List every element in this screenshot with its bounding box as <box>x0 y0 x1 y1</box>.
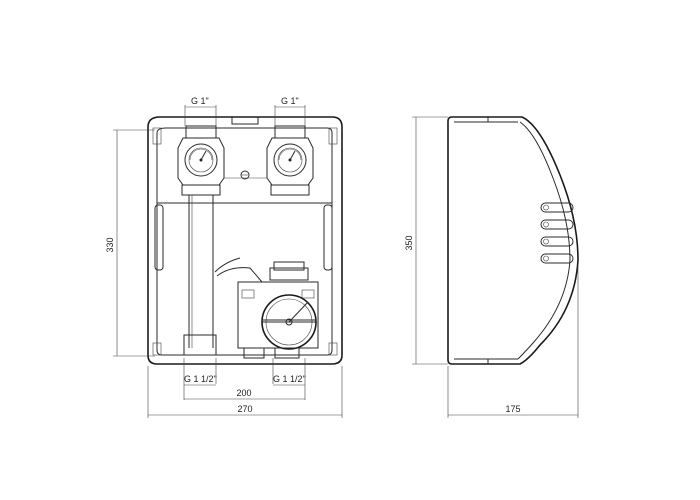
corner-tab-tr <box>328 127 338 145</box>
front-housing-outline <box>147 116 343 365</box>
side-depth-dimension: 175 <box>447 265 579 418</box>
corner-tab-br <box>328 342 338 356</box>
corner-tab-tl <box>152 127 162 145</box>
top-left-port-label: G 1" <box>191 96 209 106</box>
rail-left <box>154 204 164 271</box>
side-view: 350 175 <box>404 116 579 418</box>
corner-tab-bl <box>152 342 162 356</box>
front-top-notch <box>231 117 259 125</box>
front-height-label: 330 <box>105 237 115 252</box>
port-spacing-dimension: 200 <box>184 388 305 400</box>
front-housing-inner <box>156 127 333 356</box>
side-depth-label: 175 <box>505 404 520 414</box>
top-ports-dimension: G 1" G 1" <box>184 96 306 126</box>
left-pressure-gauge <box>177 125 225 196</box>
front-width-dimension: 270 <box>147 366 343 418</box>
side-cover-inner <box>517 121 571 360</box>
front-height-dimension: 330 <box>105 129 155 357</box>
port-spacing-label: 200 <box>236 388 251 398</box>
sensor-cable <box>214 257 263 283</box>
rail-right <box>323 204 333 271</box>
bottom-left-port-label: G 1 1/2" <box>184 374 217 384</box>
right-pressure-gauge <box>266 125 314 196</box>
side-height-label: 350 <box>404 235 414 250</box>
vent-slots <box>540 202 574 264</box>
top-right-port-label: G 1" <box>281 96 299 106</box>
front-view: G 1" G 1" G 1 1/2" G 1 1/2" 200 <box>105 96 343 418</box>
side-height-dimension: 350 <box>404 116 448 365</box>
bottom-right-port-label: G 1 1/2" <box>273 374 306 384</box>
front-width-label: 270 <box>237 404 252 414</box>
mixing-valve <box>237 261 319 359</box>
center-screw-icon <box>240 170 250 180</box>
bottom-ports-dimension: G 1 1/2" G 1 1/2" <box>183 358 306 400</box>
left-pipe <box>183 195 217 356</box>
side-housing-outline <box>447 116 579 365</box>
